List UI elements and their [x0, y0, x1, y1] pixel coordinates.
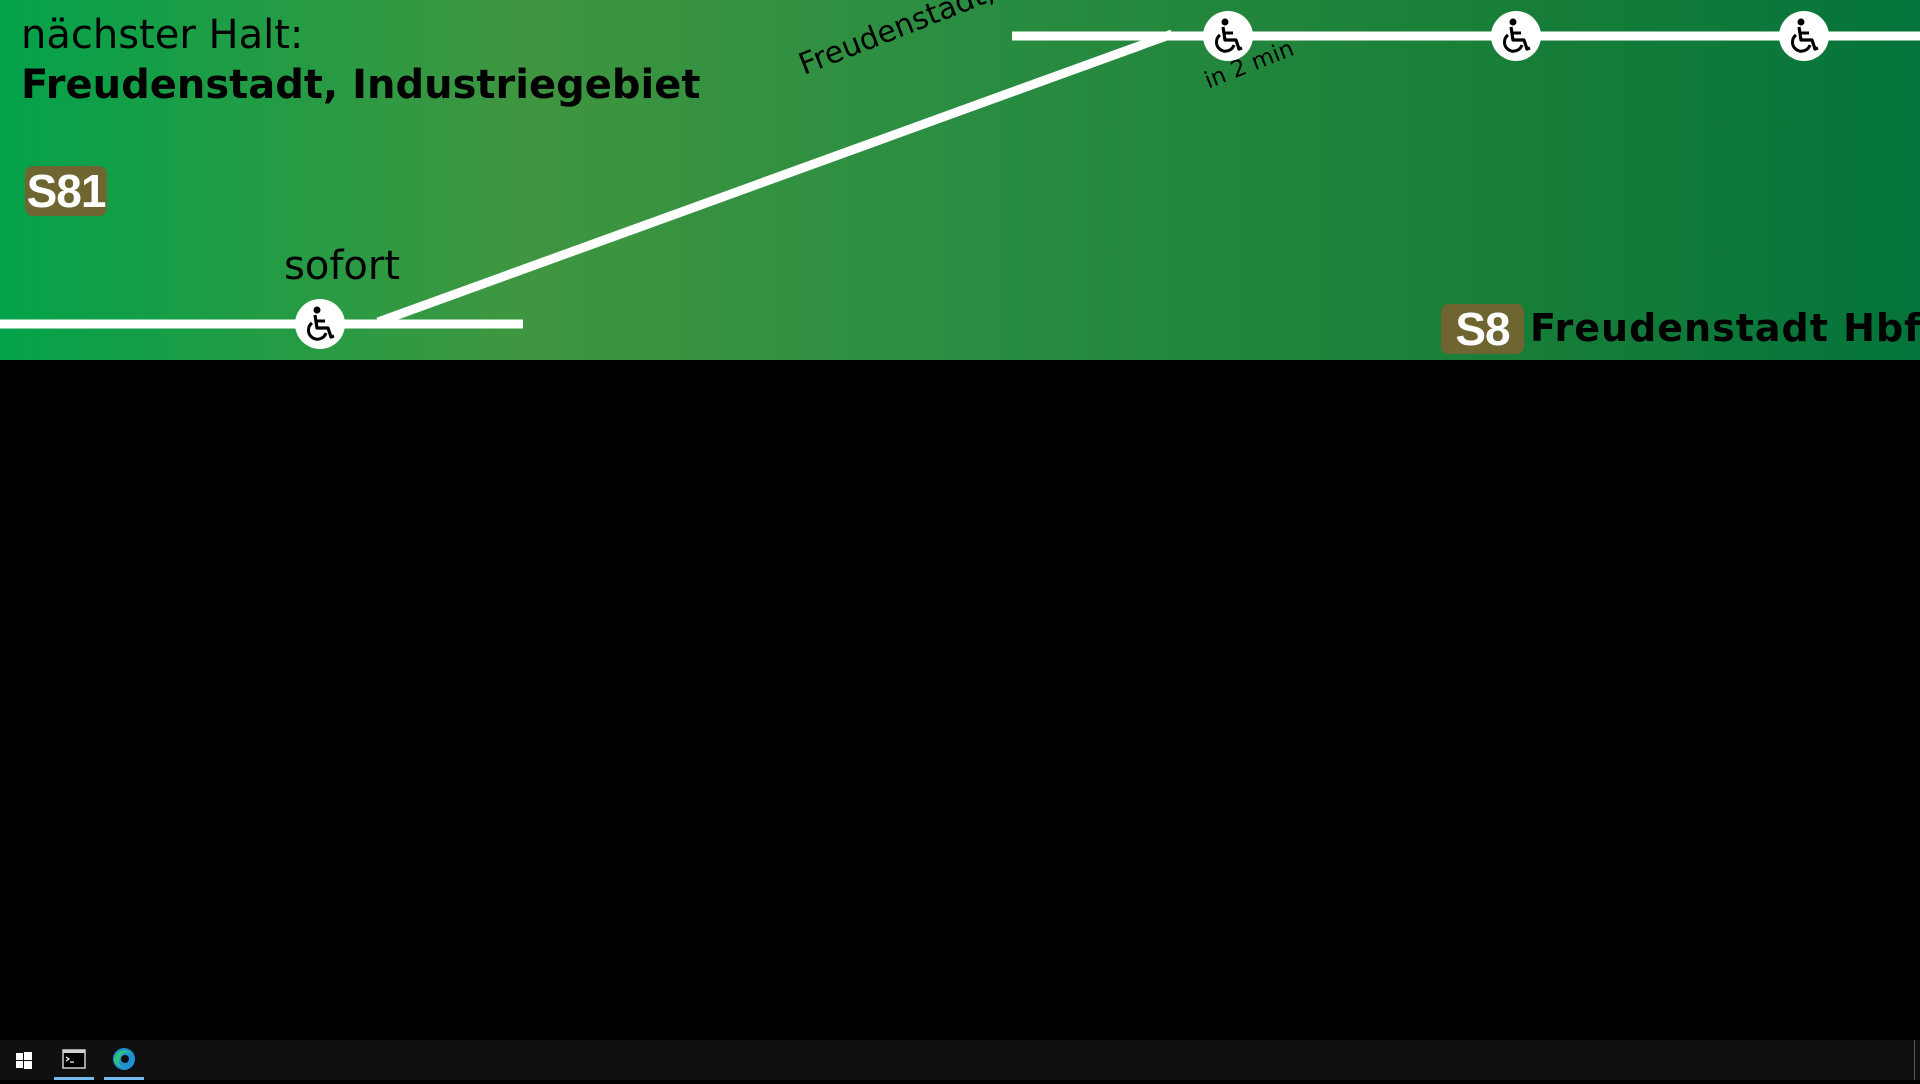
taskbar [0, 1040, 1920, 1080]
passenger-info-display: nächster Halt: Freudenstadt, Industriege… [0, 0, 1920, 360]
wheelchair-icon [1503, 18, 1531, 53]
start-button[interactable] [0, 1040, 48, 1080]
edge-browser-button[interactable] [100, 1040, 148, 1080]
show-desktop-button[interactable] [1914, 1040, 1920, 1080]
stop-marker-hauptbahnhof [1203, 11, 1253, 61]
windows-logo-icon [16, 1052, 32, 1069]
track-connector [376, 29, 1174, 327]
time-current-stop: sofort [284, 243, 400, 289]
edge-browser-icon [113, 1048, 135, 1070]
next-stop-label: nächster Halt: [21, 12, 304, 58]
wheelchair-icon [1215, 18, 1243, 53]
destination-line-badge: S8 [1441, 304, 1524, 354]
stop-marker-3 [1491, 11, 1541, 61]
line-badge: S81 [25, 165, 107, 217]
terminal-button[interactable] [50, 1040, 98, 1080]
next-stop-name: Freudenstadt, Industriegebiet [21, 62, 701, 108]
stop-marker-current [295, 299, 345, 349]
terminal-icon [62, 1049, 86, 1069]
wheelchair-icon [307, 306, 335, 341]
destination-name: Freudenstadt Hbf [1530, 306, 1920, 350]
route-lines [0, 29, 1920, 329]
stop-marker-4 [1779, 11, 1829, 61]
wheelchair-icon [1791, 18, 1819, 53]
